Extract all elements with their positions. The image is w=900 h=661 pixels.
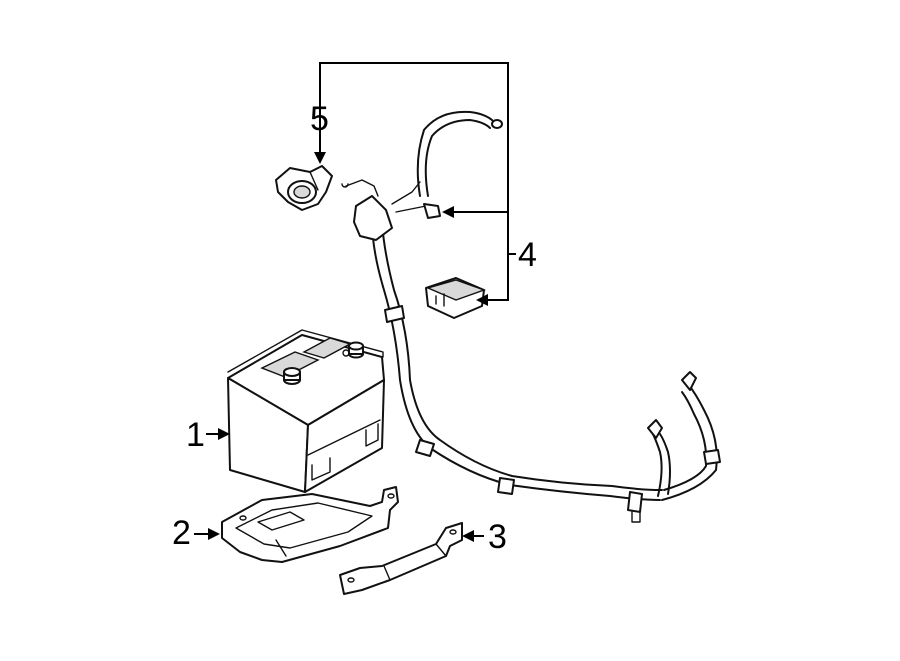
hold-down-bracket bbox=[339, 522, 463, 595]
callout-number-2: 2 bbox=[172, 514, 191, 552]
callout-4: 4 bbox=[319, 62, 537, 306]
callout-3: 3 bbox=[462, 518, 507, 556]
battery-tray bbox=[221, 486, 399, 563]
callout-2: 2 bbox=[172, 514, 220, 552]
callout-number-3: 3 bbox=[488, 518, 507, 556]
cable-assembly bbox=[341, 110, 721, 523]
battery bbox=[227, 329, 385, 493]
callout-number-5: 5 bbox=[310, 100, 329, 138]
callout-number-1: 1 bbox=[186, 416, 205, 454]
callout-number-4: 4 bbox=[518, 236, 537, 274]
callout-1: 1 bbox=[186, 416, 230, 454]
callout-5: 5 bbox=[310, 100, 329, 164]
terminal-clamp bbox=[275, 165, 333, 211]
